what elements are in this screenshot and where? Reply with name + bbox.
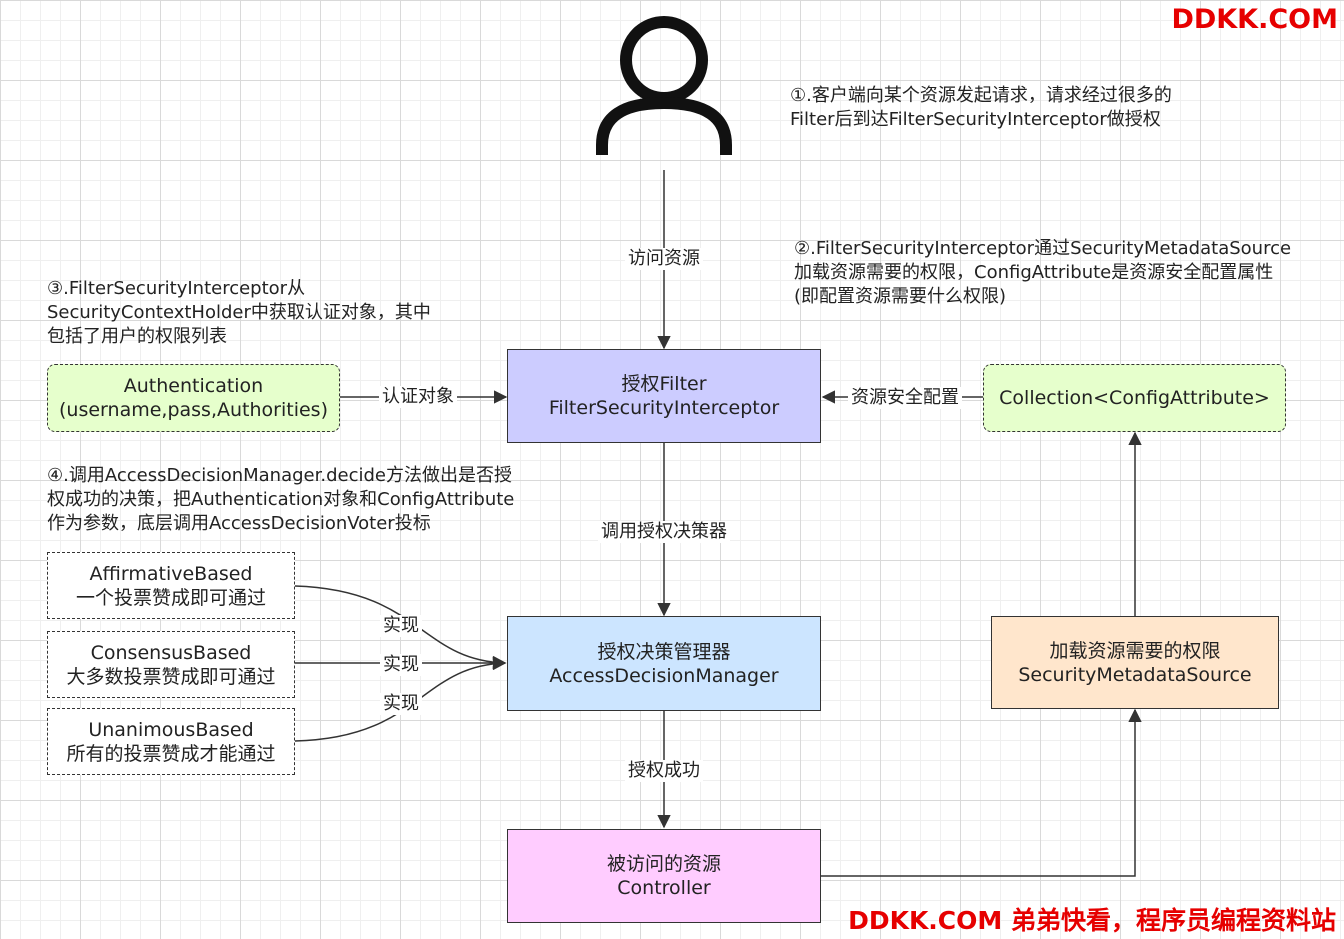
node-title: 加载资源需要的权限 [1049, 639, 1221, 662]
node-title: 授权决策管理器 [597, 640, 731, 663]
affirmative-based-node[interactable]: AffirmativeBased 一个投票赞成即可通过 [47, 552, 295, 619]
note-4: ④.调用AccessDecisionManager.decide方法做出是否授 … [47, 464, 514, 536]
edge-label-auth-object: 认证对象 [379, 386, 457, 408]
edge-label-success: 授权成功 [625, 760, 703, 782]
node-title: Collection<ConfigAttribute> [999, 387, 1270, 409]
watermark-top: DDKK.COM [1171, 4, 1338, 35]
watermark-bottom: DDKK.COM 弟弟快看，程序员编程资料站 [848, 906, 1336, 935]
authentication-node[interactable]: Authentication (username,pass,Authoritie… [47, 364, 340, 432]
note-2: ②.FilterSecurityInterceptor通过SecurityMet… [794, 237, 1291, 309]
note-line: SecurityContextHolder中获取认证对象，其中 [47, 302, 431, 323]
consensus-based-node[interactable]: ConsensusBased 大多数投票赞成即可通过 [47, 631, 295, 698]
note-line: 包括了用户的权限列表 [47, 326, 227, 347]
collection-config-attribute-node[interactable]: Collection<ConfigAttribute> [983, 364, 1286, 432]
node-subtitle: AccessDecisionManager [549, 664, 779, 687]
node-title: 授权Filter [621, 373, 707, 395]
unanimous-based-node[interactable]: UnanimousBased 所有的投票赞成才能通过 [47, 708, 295, 775]
node-title: UnanimousBased [88, 718, 254, 741]
filter-security-interceptor-node[interactable]: 授权Filter FilterSecurityInterceptor [507, 349, 821, 443]
note-line: Filter后到达FilterSecurityInterceptor做授权 [790, 109, 1161, 130]
edge-label-security-config: 资源安全配置 [848, 387, 962, 409]
security-metadata-source-node[interactable]: 加载资源需要的权限 SecurityMetadataSource [991, 616, 1279, 709]
controller-node[interactable]: 被访问的资源 Controller [507, 829, 821, 923]
note-line: (即配置资源需要什么权限) [794, 286, 1007, 307]
note-3: ③.FilterSecurityInterceptor从 SecurityCon… [47, 277, 431, 349]
node-title: ConsensusBased [90, 641, 252, 664]
note-line: ②.FilterSecurityInterceptor通过SecurityMet… [794, 238, 1292, 259]
node-title: 被访问的资源 [606, 853, 721, 875]
note-line: 权成功的决策，把Authentication对象和ConfigAttribute [47, 489, 515, 510]
node-subtitle: 大多数投票赞成即可通过 [66, 665, 276, 688]
node-subtitle: 所有的投票赞成才能通过 [66, 742, 276, 765]
node-title: AffirmativeBased [89, 562, 253, 585]
node-subtitle: Controller [617, 877, 711, 899]
edge-label-impl-affirmative: 实现 [380, 615, 422, 637]
edge-label-impl-unanimous: 实现 [380, 693, 422, 715]
node-subtitle: SecurityMetadataSource [1018, 663, 1252, 686]
edge-label-call-decision: 调用授权决策器 [598, 521, 730, 543]
node-subtitle: (username,pass,Authorities) [59, 399, 328, 421]
access-decision-manager-node[interactable]: 授权决策管理器 AccessDecisionManager [507, 616, 821, 711]
node-title: Authentication [123, 375, 264, 397]
note-line: ④.调用AccessDecisionManager.decide方法做出是否授 [47, 465, 512, 486]
note-line: ①.客户端向某个资源发起请求，请求经过很多的 [790, 85, 1172, 106]
node-subtitle: FilterSecurityInterceptor [548, 397, 780, 419]
edge-label-impl-consensus: 实现 [380, 654, 422, 676]
note-line: 作为参数，底层调用AccessDecisionVoter投标 [47, 513, 431, 534]
user-icon [596, 16, 732, 155]
edge-label-access: 访问资源 [625, 248, 703, 270]
edge-controller-to-metadata [821, 708, 1142, 877]
note-line: ③.FilterSecurityInterceptor从 [47, 278, 306, 299]
note-line: 加载资源需要的权限，ConfigAttribute是资源安全配置属性 [794, 262, 1274, 283]
node-subtitle: 一个投票赞成即可通过 [75, 586, 266, 609]
note-1: ①.客户端向某个资源发起请求，请求经过很多的 Filter后到达FilterSe… [790, 84, 1172, 132]
